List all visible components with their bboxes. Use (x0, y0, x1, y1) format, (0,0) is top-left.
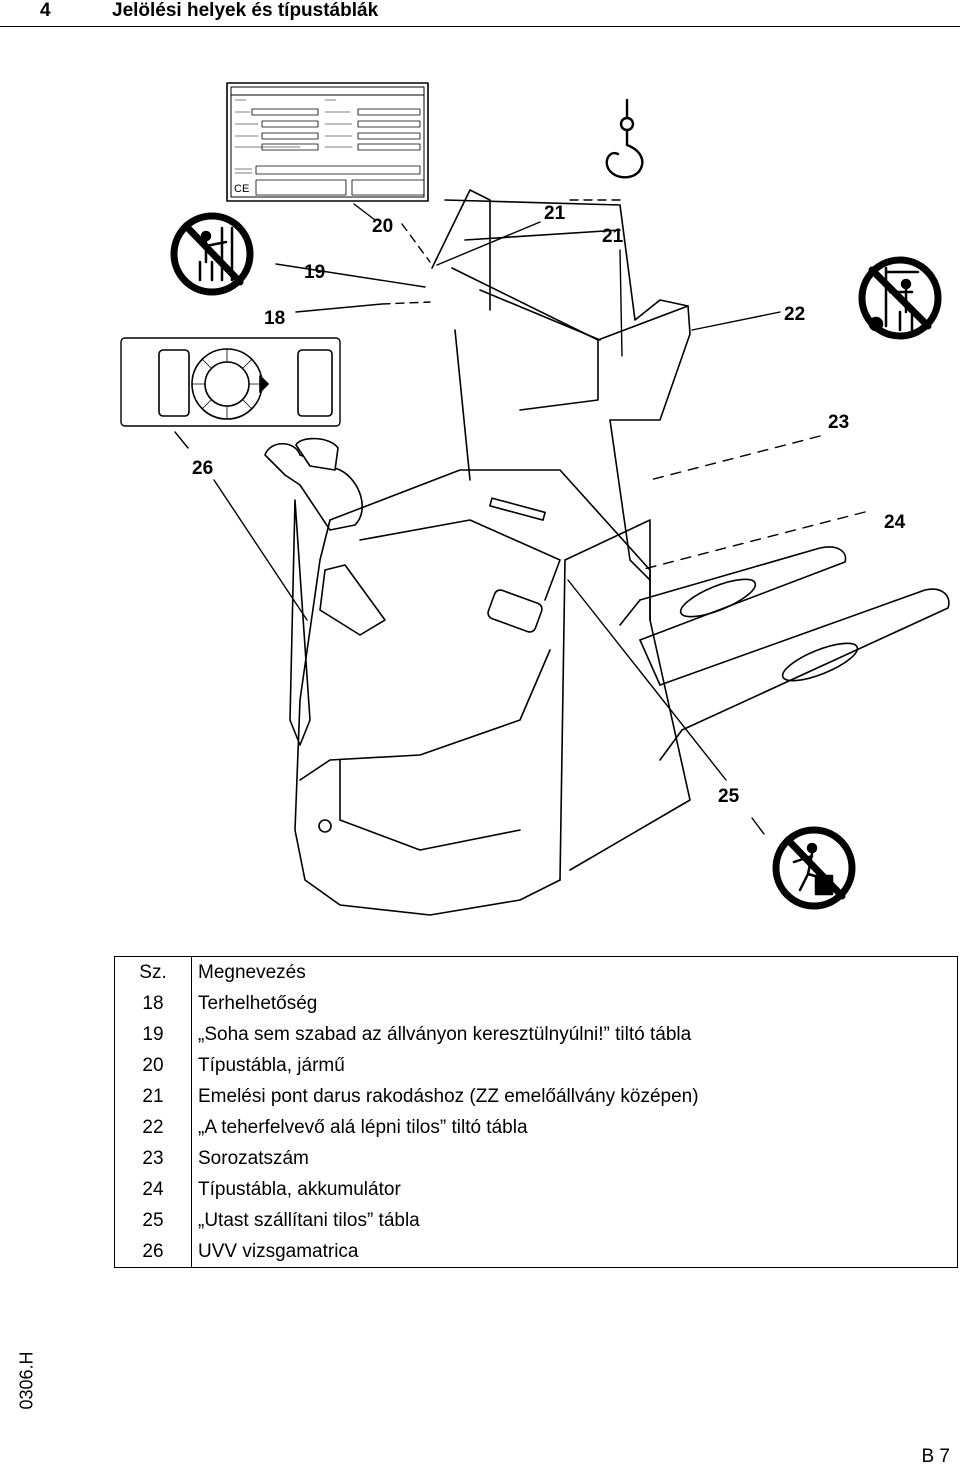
no-reach-through-mast-icon (170, 212, 254, 296)
section-title: Jelölési helyek és típustáblák (112, 0, 379, 21)
callout-25: 25 (718, 786, 740, 807)
callout-24: 24 (884, 512, 906, 533)
callout-20: 20 (372, 216, 393, 237)
vehicle-nameplate: CE (226, 82, 429, 202)
legend-sz: 21 (114, 1081, 192, 1112)
legend-desc: „Utast szállítani tilos” tábla (191, 1205, 958, 1236)
page-number: B 7 (921, 1446, 950, 1467)
legend-desc: „A teherfelvevő alá lépni tilos” tiltó t… (191, 1112, 958, 1143)
legend-desc: Emelési pont darus rakodáshoz (ZZ emelőá… (191, 1081, 958, 1112)
callout-19: 19 (304, 262, 325, 283)
truck-figure: CE (120, 82, 950, 916)
legend-sz: 24 (114, 1174, 192, 1205)
legend-desc: Terhelhetőség (191, 988, 958, 1019)
callout-23: 23 (828, 412, 849, 433)
callout-26: 26 (192, 458, 213, 479)
section-number: 4 (40, 0, 51, 21)
uvv-inspection-sticker (120, 337, 341, 427)
heading-rule (0, 26, 960, 27)
legend-desc: Típustábla, jármű (191, 1050, 958, 1081)
legend-desc: UVV vizsgamatrica (191, 1236, 958, 1268)
crane-hook-icon (605, 98, 644, 179)
legend-sz: 18 (114, 988, 192, 1019)
callout-21a: 21 (544, 203, 566, 224)
legend-desc: Sorozatszám (191, 1143, 958, 1174)
no-passenger-icon (772, 826, 856, 910)
legend-sz: 25 (114, 1205, 192, 1236)
table-row: 25„Utast szállítani tilos” tábla (114, 1205, 958, 1236)
document-code: 0306.H (16, 1351, 37, 1410)
callout-21b: 21 (602, 226, 624, 247)
callout-22: 22 (784, 304, 805, 325)
callout-18: 18 (264, 308, 285, 329)
table-row: 22„A teherfelvevő alá lépni tilos” tiltó… (114, 1112, 958, 1143)
legend-sz: 19 (114, 1019, 192, 1050)
legend-sz: 26 (114, 1236, 192, 1268)
legend-header-sz: Sz. (114, 956, 192, 988)
section-heading: 4 Jelölési helyek és típustáblák (0, 0, 960, 24)
legend-sz: 20 (114, 1050, 192, 1081)
pallet-stacker-drawing (264, 189, 950, 916)
legend-desc: Típustábla, akkumulátor (191, 1174, 958, 1205)
no-standing-under-load-icon (858, 256, 942, 340)
legend-sz: 23 (114, 1143, 192, 1174)
leader-lines (174, 199, 866, 835)
legend-desc: „Soha sem szabad az állványon keresztüln… (191, 1019, 958, 1050)
legend-header-desc: Megnevezés (191, 956, 958, 988)
legend-header-row: Sz. Megnevezés (114, 956, 958, 988)
ce-mark: CE (234, 183, 249, 195)
table-row: 19„Soha sem szabad az állványon keresztü… (114, 1019, 958, 1050)
legend-sz: 22 (114, 1112, 192, 1143)
